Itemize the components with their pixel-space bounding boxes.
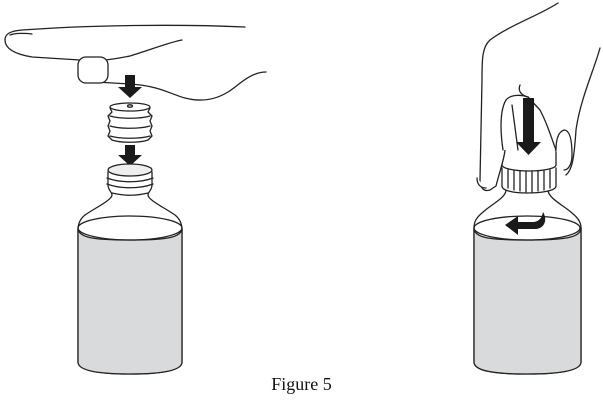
bottle-right xyxy=(473,189,582,375)
left-panel xyxy=(4,24,267,375)
finger-hand xyxy=(4,24,267,101)
rotate-arrow-icon xyxy=(505,212,546,235)
right-panel xyxy=(473,2,601,375)
arrow-down-icon xyxy=(118,145,142,166)
bottle-left xyxy=(77,163,183,375)
bottle-adapter xyxy=(107,102,153,143)
arrow-down-icon xyxy=(118,75,142,98)
arrow-down-icon xyxy=(516,98,541,155)
figure-caption: Figure 5 xyxy=(271,374,332,394)
